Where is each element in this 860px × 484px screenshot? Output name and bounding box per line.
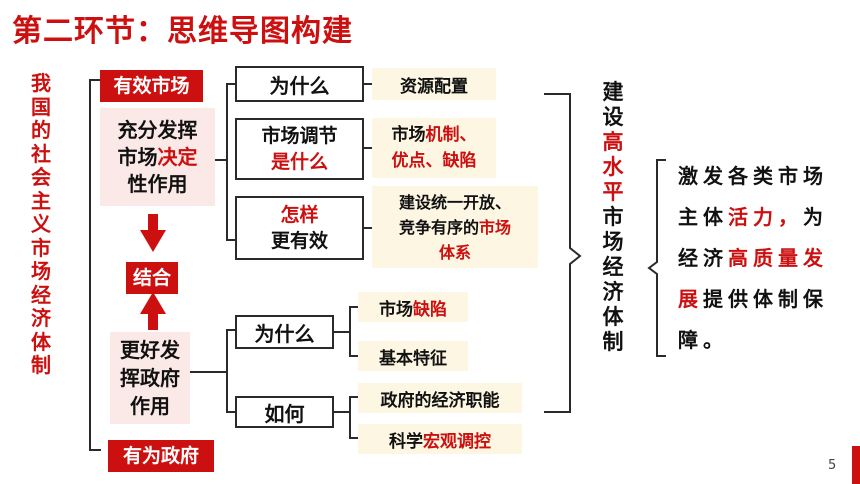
combine-tag: 结合 <box>126 262 178 294</box>
main-bracket <box>544 93 582 413</box>
corner-accent <box>852 446 860 484</box>
market-role-line2b: 决定 <box>157 144 198 169</box>
market-answer-allocation: 资源配置 <box>372 68 496 100</box>
government-role-box: 更好发 挥政府 作用 <box>110 332 190 424</box>
why-answers-bracket <box>349 306 359 357</box>
market-why-box: 为什么 <box>235 66 364 102</box>
market-how-line2: 更有效 <box>270 230 328 252</box>
effective-market-tag: 有效市场 <box>100 70 203 102</box>
market-answer-system: 建设统一开放、 竞争有序的市场 体系 <box>372 186 538 268</box>
government-how-box: 如何 <box>235 396 334 428</box>
summary-text: 激发各类市场主体活力，为经济高质量发展提供体制保障。 <box>678 164 828 352</box>
government-answer-features: 基本特征 <box>358 341 468 371</box>
government-answer-defects: 市场缺陷 <box>358 292 468 322</box>
left-vertical-heading: 我国的社会主义市场经济体制 <box>31 71 51 377</box>
capable-government-tag: 有为政府 <box>108 440 214 472</box>
market-what-box: 市场调节 是什么 <box>235 118 364 180</box>
government-answer-functions: 政府的经济职能 <box>358 383 522 413</box>
page-title: 第二环节：思维导图构建 <box>12 14 353 49</box>
market-role-line3: 性作用 <box>127 171 188 196</box>
market-branch-bracket <box>226 83 236 241</box>
government-answer-macro: 科学宏观调控 <box>358 424 522 454</box>
government-why-box: 为什么 <box>235 315 334 349</box>
market-answer-mechanism: 市场机制、 优点、缺陷 <box>372 118 496 178</box>
market-what-line1: 市场调节 <box>261 125 338 147</box>
left-bracket <box>89 79 101 451</box>
market-how-line1: 怎样 <box>280 204 319 226</box>
market-role-line2a: 市场 <box>117 144 158 169</box>
summary-bracket <box>647 159 666 357</box>
market-what-line2: 是什么 <box>270 151 328 173</box>
gov-branch-bracket <box>226 329 236 413</box>
market-role-line1: 充分发挥 <box>117 117 198 142</box>
up-arrow-icon <box>140 292 166 314</box>
down-arrow-icon <box>140 230 166 252</box>
market-why-label: 为什么 <box>269 73 330 98</box>
page-number: 5 <box>828 458 837 473</box>
market-how-box: 怎样 更有效 <box>235 196 364 260</box>
market-role-box: 充分发挥 市场决定 性作用 <box>100 108 215 206</box>
how-answers-bracket <box>349 396 359 439</box>
right-vertical-heading: 建设高水平市场经济体制 <box>602 80 624 354</box>
